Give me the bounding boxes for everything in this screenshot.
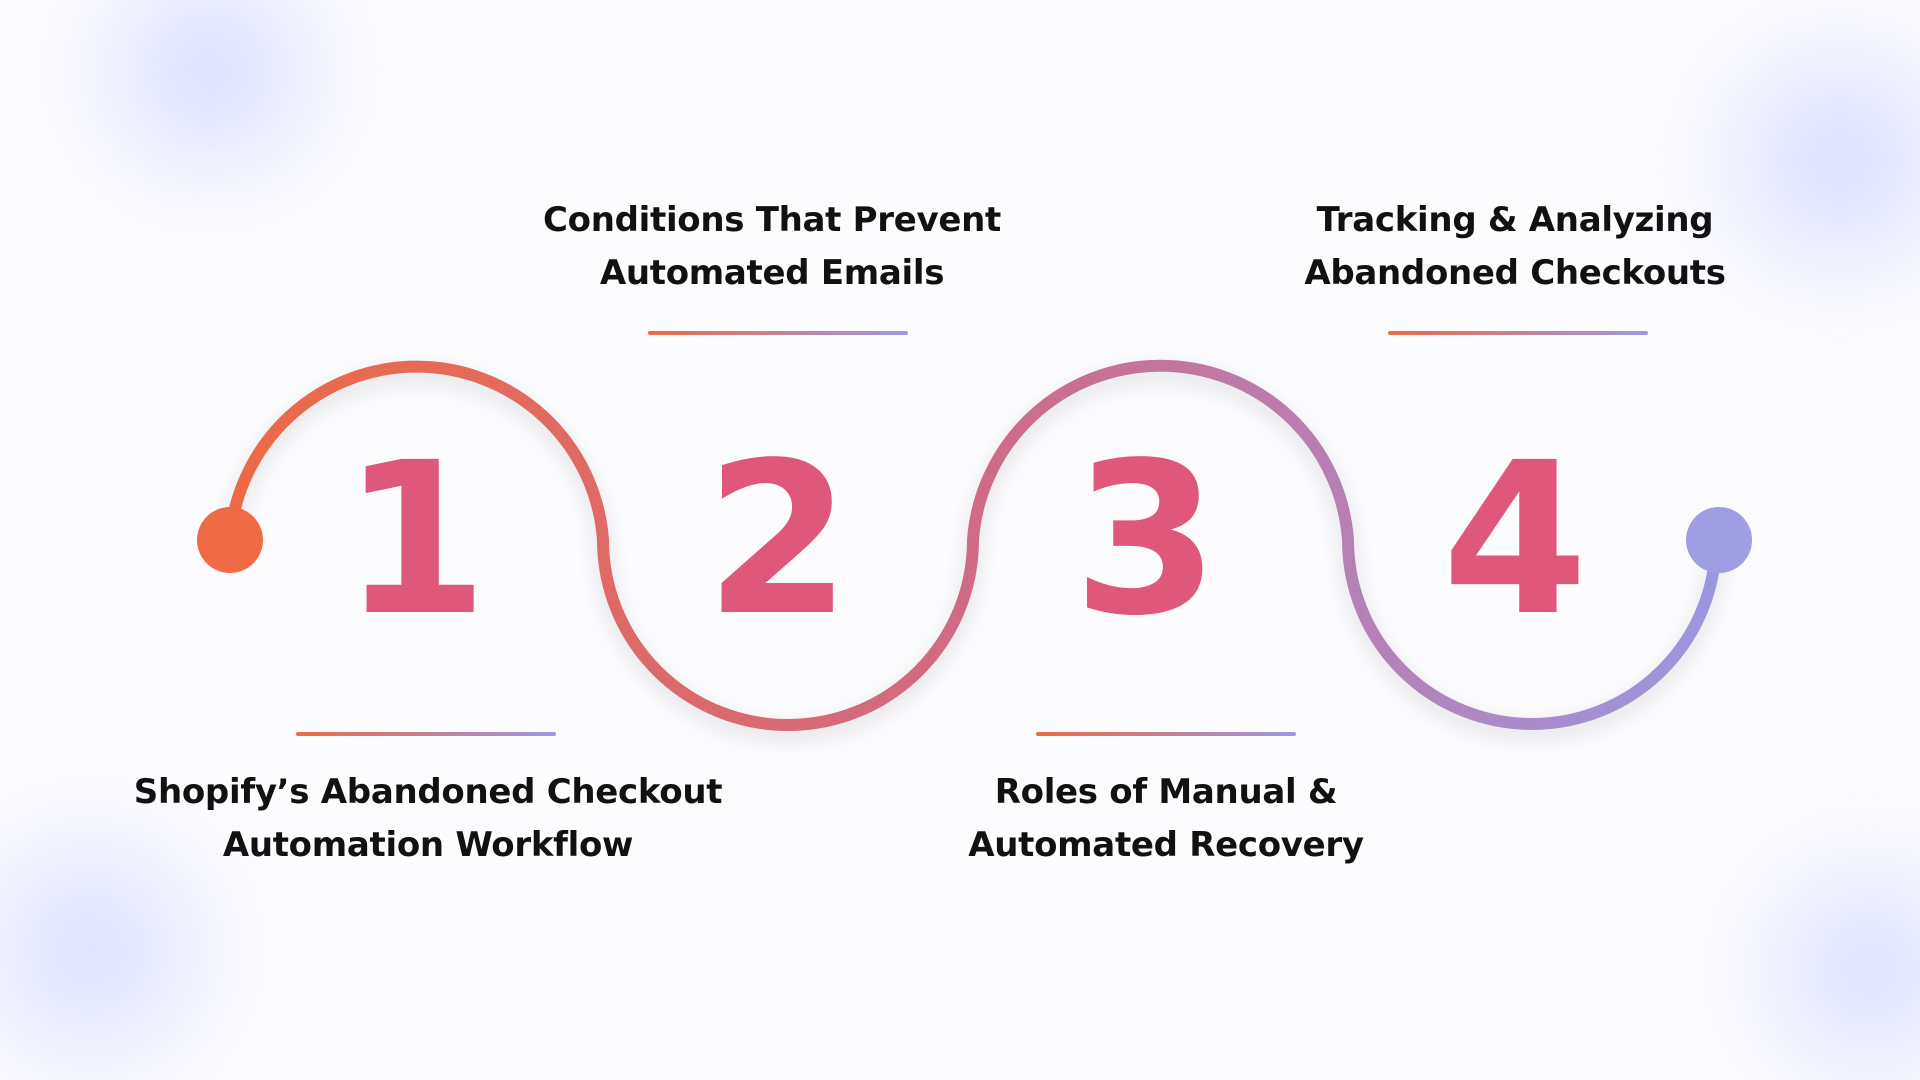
step-4-number: 4 [1441, 417, 1589, 662]
step-1-number: 1 [341, 417, 489, 662]
step-4-divider [1388, 331, 1648, 335]
step-2-title-line2: Automated Emails [599, 253, 945, 293]
step-2-title-line1: Conditions That Prevent [542, 200, 1001, 240]
end-dot [1686, 507, 1752, 573]
step-3-number: 3 [1072, 417, 1220, 662]
step-1-title: Shopify’s Abandoned Checkout Automation … [128, 766, 728, 872]
step-1-title-line2: Automation Workflow [222, 825, 634, 865]
step-4-title: Tracking & Analyzing Abandoned Checkouts [1215, 194, 1815, 300]
step-3-title: Roles of Manual & Automated Recovery [866, 766, 1466, 872]
start-dot [197, 507, 263, 573]
step-3-title-line2: Automated Recovery [968, 825, 1364, 865]
step-2-divider [648, 331, 908, 335]
background-glow [40, 0, 380, 200]
step-4-title-line2: Abandoned Checkouts [1304, 253, 1726, 293]
wavy-connector-path [224, 359, 1722, 731]
step-2-number: 2 [704, 417, 852, 662]
step-3-title-line1: Roles of Manual & [994, 772, 1338, 812]
step-1-title-line1: Shopify’s Abandoned Checkout [133, 772, 723, 812]
step-2-title: Conditions That Prevent Automated Emails [472, 194, 1072, 300]
step-3-divider [1036, 732, 1296, 736]
step-4-title-line1: Tracking & Analyzing [1316, 200, 1714, 240]
step-1-divider [296, 732, 556, 736]
